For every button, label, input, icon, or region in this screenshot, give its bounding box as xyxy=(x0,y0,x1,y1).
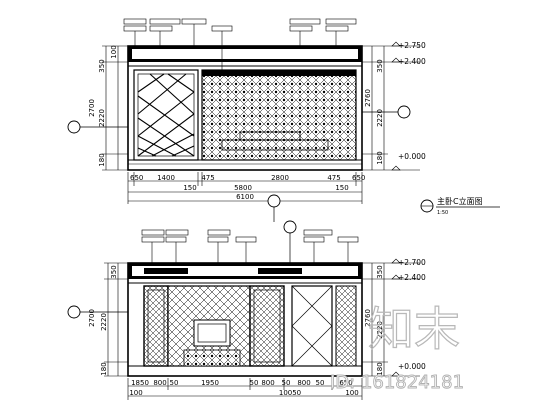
bottom-dim-row2-a: 100 xyxy=(129,389,142,397)
bottom-level-1: +2.700 xyxy=(398,258,426,267)
bottom-right-framed-panel xyxy=(249,285,285,367)
top-right-dim-4: 180 xyxy=(376,151,384,164)
bottom-left-dim-3: 2220 xyxy=(100,313,108,331)
bottom-dim-row1-j: 650 xyxy=(339,379,352,387)
top-dim-row2-a: 150 xyxy=(183,184,196,192)
bottom-dim-row1-f: 800 xyxy=(261,379,274,387)
watermark: 知末 ID: 161824181 xyxy=(330,301,465,393)
top-dim-row2-b: 5800 xyxy=(234,184,252,192)
bottom-dim-row1-g: 50 xyxy=(282,379,291,387)
bottom-headboard-wall xyxy=(167,285,251,367)
top-callouts xyxy=(123,18,357,70)
bottom-left-section-marker xyxy=(67,305,128,319)
top-left-dim-4: 2220 xyxy=(98,109,106,127)
title-block-scale: 1:50 xyxy=(437,210,448,216)
top-dim-total: 6100 xyxy=(236,193,254,201)
watermark-logo-text: 知末 xyxy=(368,302,460,356)
watermark-id-text: ID: 161824181 xyxy=(330,372,464,393)
bottom-top-section-marker xyxy=(283,220,297,263)
bottom-left-framed-panel xyxy=(143,285,169,367)
top-dim-row2-c: 150 xyxy=(335,184,348,192)
top-left-dim-3: 2700 xyxy=(88,99,96,117)
top-level-3: +0.000 xyxy=(398,152,426,161)
bottom-left-dim-2: 2700 xyxy=(88,309,96,327)
top-dim-row1-f: 650 xyxy=(352,174,365,182)
bottom-dim-row1-c: 50 xyxy=(170,379,179,387)
bottom-level-2: +2.400 xyxy=(398,273,426,282)
top-right-section-marker xyxy=(362,105,411,119)
bottom-right-dim-3: 2220 xyxy=(376,321,384,339)
bottom-left-dim-1: 350 xyxy=(110,265,118,278)
bottom-door xyxy=(291,285,357,367)
bottom-right-dim-2: 2760 xyxy=(364,309,372,327)
top-dim-row1-d: 2800 xyxy=(271,174,289,182)
bottom-left-dim-4: 180 xyxy=(100,362,108,375)
bottom-upper-section-marker xyxy=(267,194,281,222)
top-elevation: 100 350 2700 2220 180 +2.750 +2.400 +0.0… xyxy=(67,18,426,204)
top-right-dim-2: 2760 xyxy=(364,89,372,107)
bottom-level-3: +0.000 xyxy=(398,362,426,371)
top-right-wallpaper-panel xyxy=(201,69,357,161)
top-dim-row1-c: 475 xyxy=(201,174,214,182)
bottom-dim-row1-h: 800 xyxy=(297,379,310,387)
bottom-dim-row1-e: 50 xyxy=(250,379,259,387)
top-left-section-marker xyxy=(67,120,128,134)
title-block: 主卧C立面图 1:50 xyxy=(420,196,500,216)
bottom-elevation: 350 2700 2220 180 +2.700 +2.400 +0.000 3… xyxy=(67,194,426,400)
top-left-dim-1: 100 xyxy=(110,45,118,58)
bottom-dim-row2-c: 100 xyxy=(345,389,358,397)
top-right-dim-3: 2220 xyxy=(376,109,384,127)
top-left-dim-2: 350 xyxy=(98,59,106,72)
bottom-dim-row1-d: 1950 xyxy=(201,379,219,387)
top-left-lattice-panel xyxy=(133,69,199,161)
top-dim-row1-e: 475 xyxy=(327,174,340,182)
top-left-dim-5: 180 xyxy=(98,153,106,166)
bottom-skirting xyxy=(127,365,363,377)
bottom-dim-row1-a: 1850 xyxy=(131,379,149,387)
bottom-right-dim-4: 180 xyxy=(376,362,384,375)
bottom-dim-row1-i: 50 xyxy=(316,379,325,387)
bottom-callouts xyxy=(141,229,359,263)
top-dim-row1-a: 650 xyxy=(130,174,143,182)
bottom-dim-row1-b: 800 xyxy=(153,379,166,387)
top-level-2: +2.400 xyxy=(398,57,426,66)
top-dim-row1-b: 1400 xyxy=(157,174,175,182)
bottom-dim-row2-b: 10050 xyxy=(279,389,301,397)
top-level-1: +2.750 xyxy=(398,41,426,50)
top-skirting xyxy=(127,159,363,171)
bottom-right-dim-1: 350 xyxy=(376,265,384,278)
title-block-title: 主卧C立面图 xyxy=(437,196,483,206)
top-right-dim-1: 350 xyxy=(376,59,384,72)
